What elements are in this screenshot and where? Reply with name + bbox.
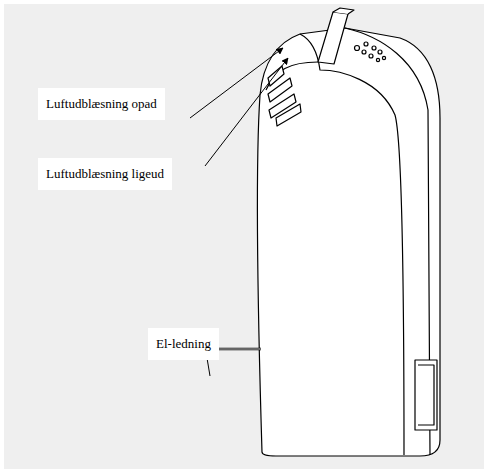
air-outlet-up-label: Luftudblæsning opad [38,88,165,120]
air-outlet-straight-label: Luftudblæsning ligeud [38,158,172,190]
power-cord-label: El-ledning [148,328,219,360]
leader-lines [190,48,288,376]
background [4,4,484,469]
dehumidifier [257,8,440,456]
